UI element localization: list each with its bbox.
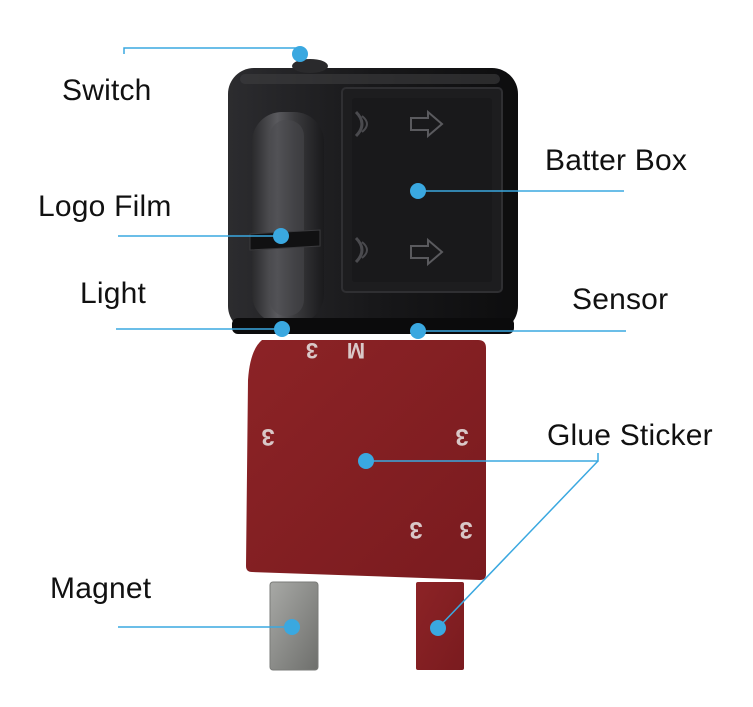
projector-device [228, 59, 518, 334]
sticker-mark: 3 [261, 423, 274, 450]
callout-line-glue-small [437, 460, 599, 629]
switch-label: Switch [62, 74, 152, 107]
callout-line-switch [123, 47, 301, 54]
latch-icon [354, 110, 364, 138]
callout-dots [273, 46, 446, 636]
latch-icon [361, 115, 368, 133]
device-top-highlight [240, 74, 500, 84]
callout-dot-magnet [284, 619, 300, 635]
arrow-right-icon [410, 237, 444, 267]
arrow-right-icon [410, 109, 444, 139]
callouts [116, 47, 626, 629]
callout-dot-light [274, 321, 290, 337]
switch-button[interactable] [292, 59, 328, 73]
callout-dot-glue-large [358, 453, 374, 469]
battery-box-label: Batter Box [545, 144, 688, 177]
sticker-mark: 3 [459, 516, 472, 543]
callout-dot-battery [410, 183, 426, 199]
sticker-mark: 3 [455, 423, 468, 450]
sensor-label: Sensor [572, 283, 669, 316]
logo-film-label: Logo Film [38, 190, 172, 223]
magnet-label: Magnet [50, 572, 152, 605]
device-bottom-rim [232, 318, 514, 334]
light-label: Light [80, 277, 147, 310]
callout-dot-sensor [410, 323, 426, 339]
latch-icon [361, 241, 368, 259]
sticker-mark: 3 [306, 338, 318, 363]
latch-icon [354, 236, 364, 264]
sticker-mark: 3 [409, 516, 422, 543]
callout-dot-logo-film [273, 228, 289, 244]
lens-column-inner [270, 120, 304, 316]
sticker-mark: M [347, 338, 365, 363]
callout-dot-glue-small [430, 620, 446, 636]
glue-sticker-label: Glue Sticker [547, 419, 713, 452]
callout-dot-switch [292, 46, 308, 62]
